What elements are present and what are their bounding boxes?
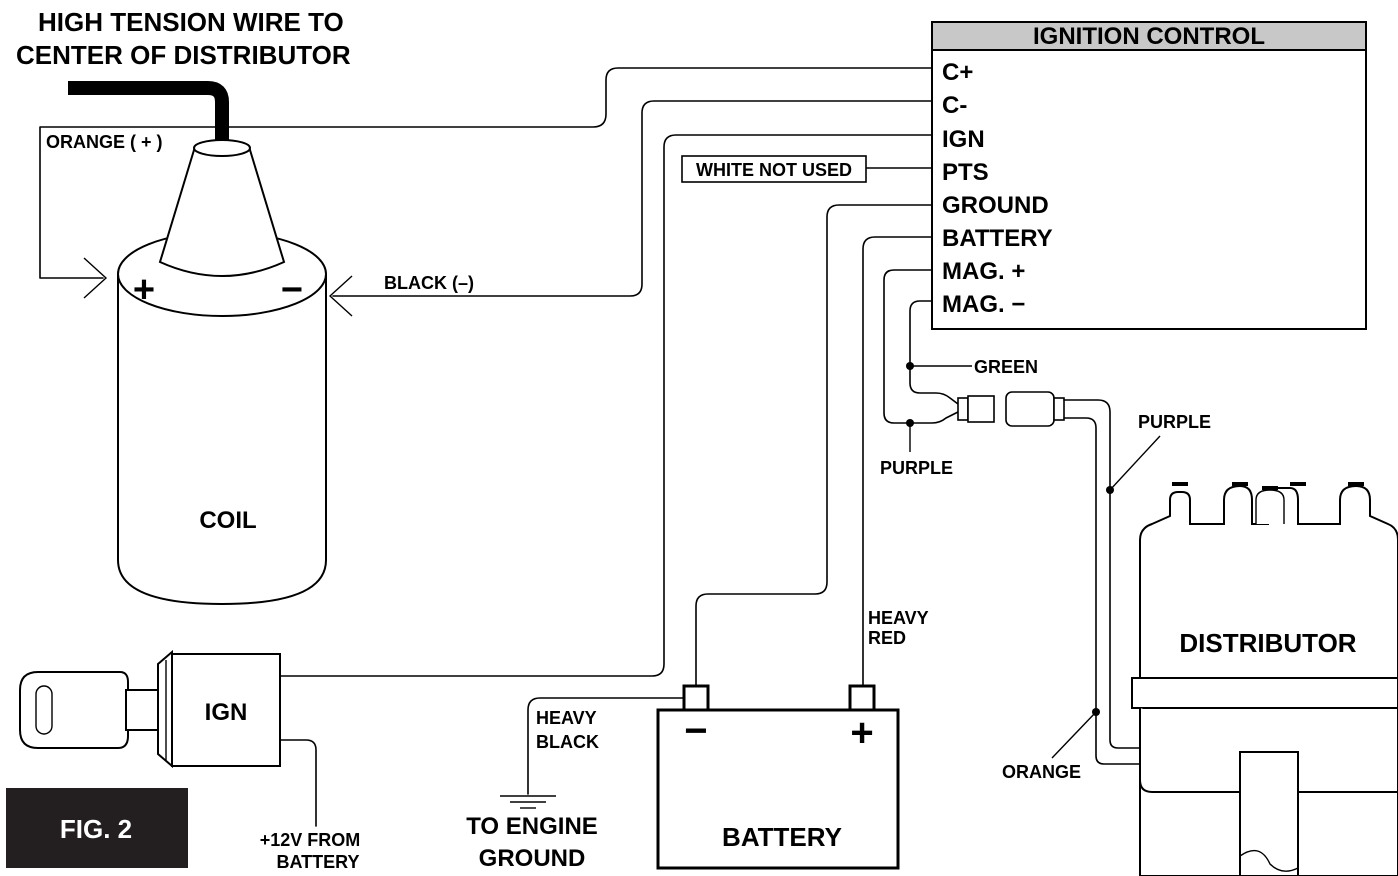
ignition-control-title: IGNITION CONTROL — [1033, 23, 1265, 50]
terminal-c-minus: C- — [942, 92, 967, 119]
orange-leader — [1051, 711, 1097, 759]
switch-body — [171, 653, 281, 767]
arrow-coil-plus — [83, 257, 108, 299]
label-heavy-black-1: HEAVY — [536, 708, 597, 728]
distributor-shaft — [1239, 751, 1299, 876]
wire-c-plus — [39, 67, 933, 279]
purple-leader-right — [1109, 435, 1161, 491]
pickup-connector: GREEN PURPLE — [880, 357, 1065, 478]
distributor-shaft-cut — [1239, 849, 1299, 872]
wire-mag-minus — [909, 300, 959, 405]
coil-tower — [158, 149, 286, 277]
label-green: GREEN — [974, 357, 1038, 377]
wire-pickup-orange — [1063, 417, 1141, 765]
battery-label: BATTERY — [722, 822, 842, 852]
terminal-mag-minus: MAG. − — [942, 291, 1025, 318]
ignition-switch: IGN — [19, 649, 281, 769]
distributor-body — [1139, 708, 1398, 793]
battery-neg-post — [682, 684, 710, 712]
label-engine-ground-2: GROUND — [479, 845, 586, 872]
battery-plus-sign: + — [850, 711, 873, 755]
terminal-battery: BATTERY — [942, 225, 1053, 252]
key-slot — [35, 685, 53, 735]
wire-12v-from-battery — [279, 739, 317, 827]
label-white-not-used: WHITE NOT USED — [696, 160, 852, 180]
wire-ground — [695, 204, 933, 687]
white-not-used-box — [681, 155, 867, 183]
label-from-battery-1: +12V FROM — [260, 830, 361, 850]
coil-tower-cap — [193, 139, 251, 157]
terminal-ground: GROUND — [942, 192, 1049, 219]
distributor-band — [1131, 677, 1398, 709]
terminal-ign: IGN — [942, 126, 985, 153]
switch-collar — [157, 649, 173, 769]
label-purple-right: PURPLE — [1138, 412, 1211, 432]
label-engine-ground-1: TO ENGINE — [466, 813, 598, 840]
distributor-label: DISTRIBUTOR — [1179, 628, 1356, 658]
label-orange-plus: ORANGE ( + ) — [46, 132, 163, 152]
label-heavy-red-2: RED — [868, 628, 906, 648]
battery-minus-sign: − — [684, 709, 707, 753]
figure-label: FIG. 2 — [60, 814, 132, 844]
terminal-pts: PTS — [942, 159, 989, 186]
ign-switch-label: IGN — [205, 699, 248, 726]
connector-socket — [1005, 391, 1055, 427]
distributor: DISTRIBUTOR — [1131, 482, 1398, 876]
arrow-coil-minus — [328, 275, 353, 317]
label-from-battery-2: BATTERY — [277, 852, 360, 872]
figure-badge — [6, 788, 188, 868]
battery: − + BATTERY — [656, 684, 900, 870]
header-line-2: CENTER OF DISTRIBUTOR — [16, 40, 351, 70]
battery-pos-post — [848, 684, 876, 712]
coil-body — [117, 274, 327, 606]
distributor-tower-mid — [1255, 489, 1285, 524]
terminal-mag-plus: MAG. + — [942, 258, 1025, 285]
header-line-1: HIGH TENSION WIRE TO — [38, 7, 344, 37]
wire-c-minus — [332, 100, 933, 297]
label-heavy-red-1: HEAVY — [868, 608, 929, 628]
wire-ign — [279, 134, 933, 677]
coil: + − COIL — [117, 139, 327, 606]
connector-socket-tail — [1053, 397, 1065, 421]
wire-mag-plus — [883, 269, 959, 424]
terminal-c-plus: C+ — [942, 59, 973, 86]
ignition-control-frame — [931, 21, 1367, 330]
coil-label: COIL — [199, 507, 256, 534]
ignition-control-box: IGNITION CONTROL C+ C- IGN PTS GROUND BA… — [931, 21, 1367, 330]
wire-battery — [862, 236, 933, 687]
connector-plug — [967, 395, 995, 423]
coil-plus-sign: + — [133, 269, 155, 311]
coil-minus-sign: − — [281, 269, 303, 311]
ignition-control-title-bar — [931, 21, 1367, 51]
wire-pickup-purple — [1063, 399, 1141, 749]
wire-engine-ground — [527, 697, 685, 795]
label-black-minus: BLACK (–) — [384, 273, 474, 293]
label-purple-left: PURPLE — [880, 458, 953, 478]
battery-case — [656, 708, 900, 870]
key-shaft — [125, 689, 163, 731]
connector-plug-small — [957, 397, 969, 421]
high-tension-wire — [68, 81, 229, 142]
label-orange: ORANGE — [1002, 762, 1081, 782]
label-heavy-black-2: BLACK — [536, 732, 599, 752]
